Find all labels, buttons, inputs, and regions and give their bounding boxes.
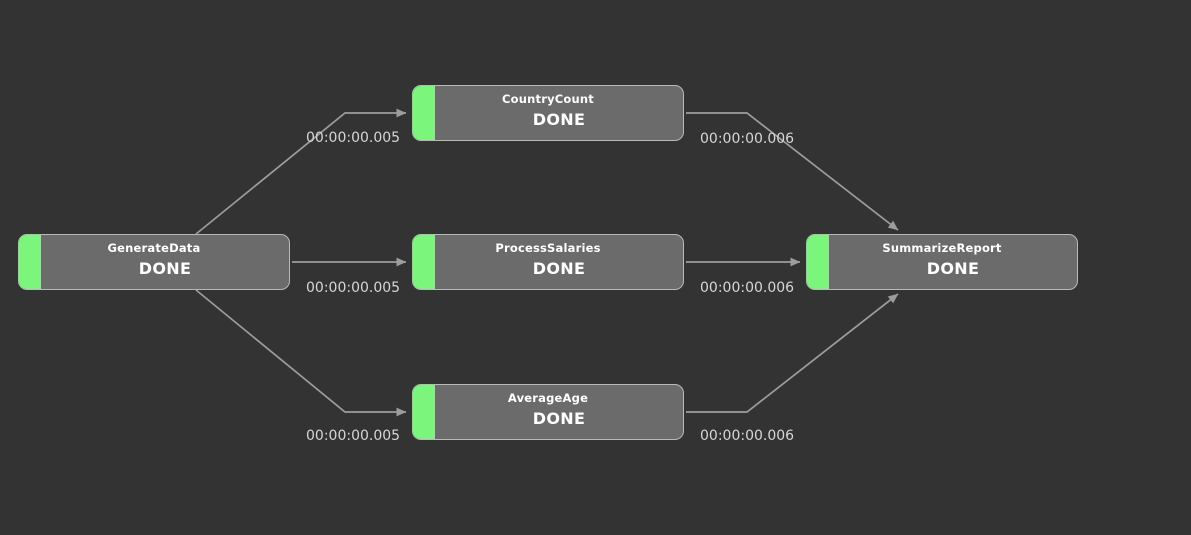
edge-duration-label: 00:00:00.005 [306,280,401,296]
node-title: ProcessSalaries [495,241,601,255]
edge-duration-label: 00:00:00.005 [306,428,401,444]
node-state-label: DONE [532,409,586,428]
node-state-label: DONE [532,259,586,278]
node-title: GenerateData [107,241,201,255]
edge-generate-data-to-average-age [195,289,407,417]
node-status-indicator [413,86,435,140]
node-status-indicator [807,235,829,289]
edge-duration-label: 00:00:00.006 [700,280,795,296]
node-title: AverageAge [507,391,589,405]
node-title: CountryCount [502,92,594,106]
edge-duration-label: 00:00:00.005 [306,130,401,146]
node-state-label: DONE [138,259,192,278]
edge-duration-label: 00:00:00.006 [700,428,795,444]
edge-average-age-to-summarize-report [686,293,899,413]
node-status-indicator [413,385,435,439]
node-status-indicator [413,235,435,289]
node-status-indicator [19,235,41,289]
node-title: SummarizeReport [882,241,1002,255]
node-state-label: DONE [532,110,586,129]
edge-duration-label: 00:00:00.006 [700,131,795,147]
node-state-label: DONE [926,259,980,278]
